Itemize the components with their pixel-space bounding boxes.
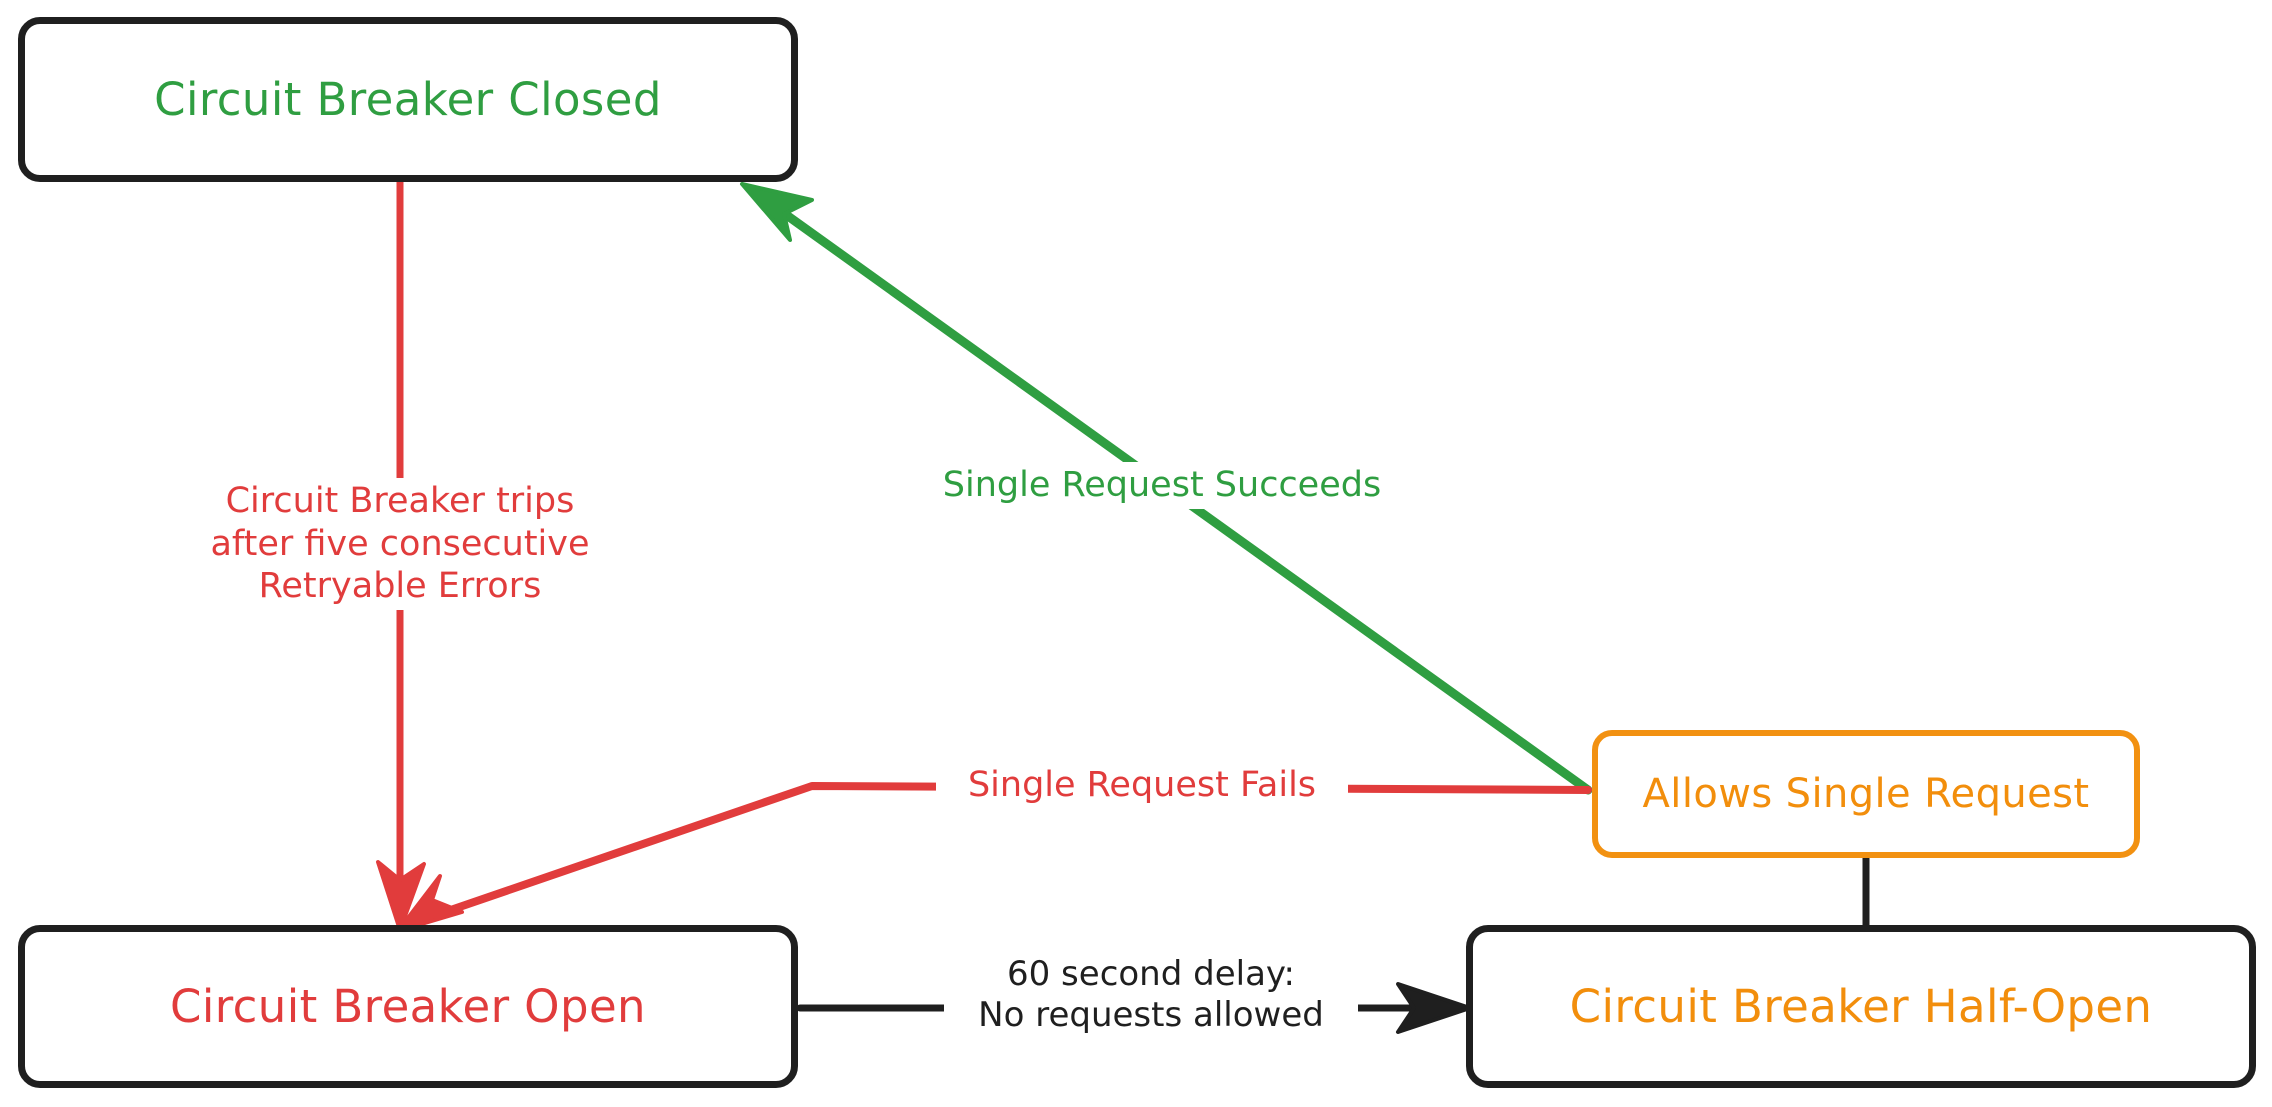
node-label-allows-single-request: Allows Single Request bbox=[1642, 771, 2090, 817]
node-label-circuit-breaker-closed: Circuit Breaker Closed bbox=[154, 73, 662, 126]
edge-label-allows-to-open: Single Request Fails bbox=[936, 762, 1348, 809]
edge-label-closed-to-open: Circuit Breaker trips after five consecu… bbox=[178, 478, 622, 611]
node-allows-single-request[interactable]: Allows Single Request bbox=[1592, 730, 2140, 858]
node-label-circuit-breaker-half-open: Circuit Breaker Half-Open bbox=[1569, 980, 2153, 1033]
node-circuit-breaker-closed[interactable]: Circuit Breaker Closed bbox=[18, 17, 798, 182]
node-label-circuit-breaker-open: Circuit Breaker Open bbox=[170, 980, 646, 1033]
edge-label-allows-to-closed: Single Request Succeeds bbox=[912, 462, 1412, 509]
node-circuit-breaker-open[interactable]: Circuit Breaker Open bbox=[18, 925, 798, 1088]
arrowhead-allows-to-closed bbox=[740, 182, 814, 242]
arrowhead-closed-to-open bbox=[376, 860, 426, 932]
arrowhead-open-to-half-open bbox=[1396, 982, 1472, 1034]
arrowhead-allows-to-open bbox=[396, 874, 464, 933]
edge-label-open-to-half-open: 60 second delay: No requests allowed bbox=[944, 952, 1358, 1039]
node-circuit-breaker-half-open[interactable]: Circuit Breaker Half-Open bbox=[1466, 925, 2256, 1088]
